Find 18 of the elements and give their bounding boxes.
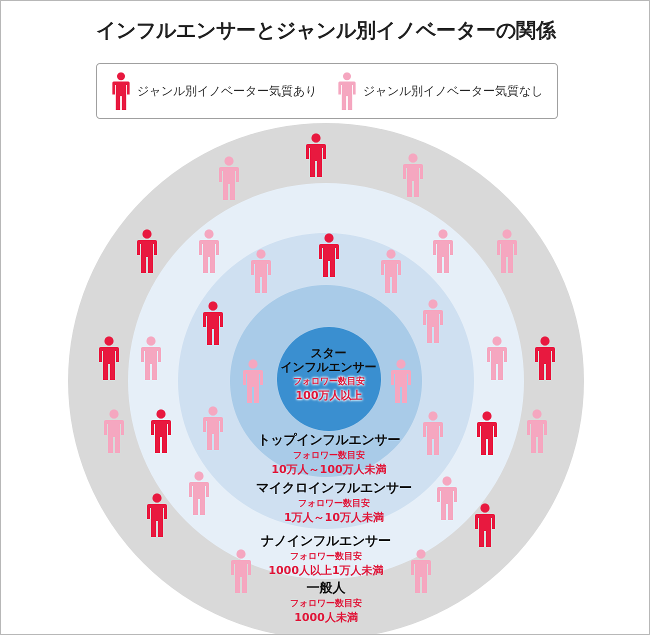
follower-range: 10万人～100万人未満 (270, 462, 388, 477)
follower-note: フォロワー数目安 (292, 375, 366, 388)
legend-text: ジャンル別イノベーター気質なし (363, 82, 543, 100)
follower-note: フォロワー数目安 (289, 550, 363, 563)
follower-range: 1000人以上1万人未満 (267, 563, 385, 578)
band-name: トップインフルエンサー (258, 432, 400, 449)
legend-text: ジャンル別イノベーター気質あり (137, 82, 317, 100)
band-name: ナノインフルエンサー (261, 533, 391, 550)
band-name: スターインフルエンサー (280, 346, 378, 375)
band-name: マイクロインフルエンサー (256, 480, 412, 497)
follower-note: フォロワー数目安 (290, 597, 362, 610)
follower-note: フォロワー数目安 (292, 449, 366, 462)
title: インフルエンサーとジャンル別イノベーターの関係 (95, 17, 558, 44)
follower-range: 1000人未満 (293, 610, 359, 625)
band-name: 一般人 (306, 580, 346, 597)
follower-range: 100万人以上 (294, 388, 364, 403)
follower-range: 1万人～10万人未満 (283, 510, 385, 525)
follower-note: フォロワー数目安 (297, 497, 371, 510)
